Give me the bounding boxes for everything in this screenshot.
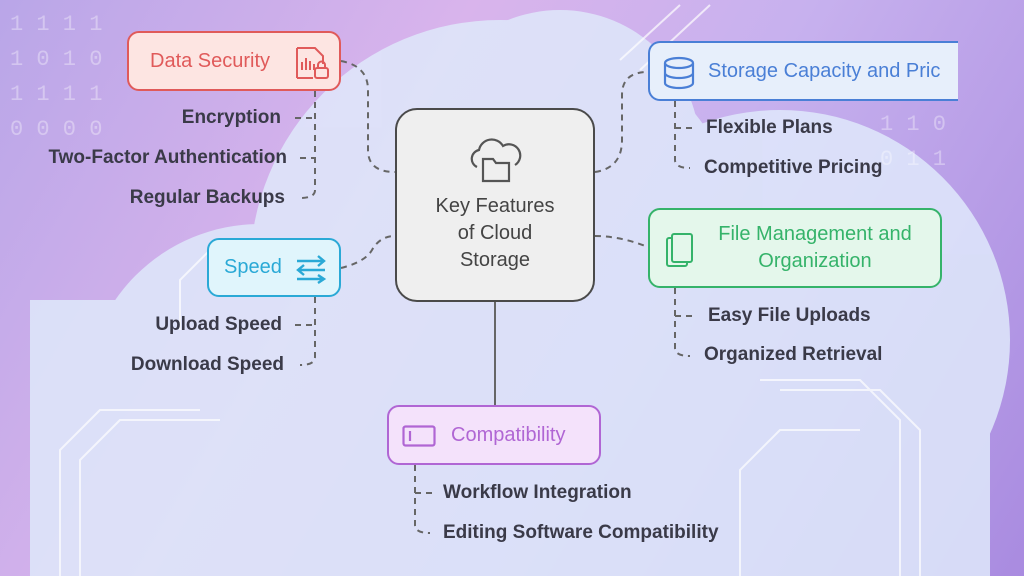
file-management-card: File Management and Organization [648, 208, 942, 288]
storage-capacity-card: Storage Capacity and Pric [648, 41, 958, 101]
central-topic-card: Key Features of Cloud Storage [395, 108, 595, 302]
database-icon [663, 56, 695, 90]
subitem-competitive-pricing: Competitive Pricing [704, 157, 883, 178]
svg-text:1 1 1 1: 1 1 1 1 [10, 82, 102, 107]
subitem-download-speed: Download Speed [130, 354, 284, 375]
svg-text:1 0 1 0: 1 0 1 0 [10, 47, 102, 72]
subitem-two-factor-authentication: Two-Factor Authentication [48, 147, 287, 168]
central-title-line: Storage [459, 248, 531, 271]
subitem-upload-speed: Upload Speed [155, 314, 282, 335]
svg-text:0 1 1: 0 1 1 [880, 147, 946, 172]
cloud-folder-icon [470, 137, 522, 182]
svg-text:1 1 0: 1 1 0 [880, 112, 946, 137]
window-icon [402, 425, 436, 447]
compatibility-card: Compatibility [387, 405, 601, 465]
subitem-workflow-integration: Workflow Integration [443, 482, 632, 503]
subitem-flexible-plans: Flexible Plans [706, 117, 833, 138]
file-management-label-line: Organization [758, 250, 872, 272]
storage-capacity-label: Storage Capacity and Pric [708, 59, 941, 82]
secure-file-lock-icon [296, 47, 329, 79]
subitem-editing-software-compatibility: Editing Software Compatibility [443, 522, 719, 543]
subitem-regular-backups: Regular Backups [129, 187, 285, 208]
subitem-encryption: Encryption [181, 107, 281, 128]
central-title-line: Key Features [435, 194, 555, 217]
svg-text:1 1 1 1: 1 1 1 1 [10, 12, 102, 37]
speed-label: Speed [224, 256, 282, 278]
svg-text:0 0 0 0: 0 0 0 0 [10, 117, 102, 142]
central-title-line: of Cloud [457, 221, 533, 244]
compatibility-label: Compatibility [451, 423, 566, 446]
data-security-card: Data Security [127, 31, 341, 91]
data-security-label: Data Security [150, 49, 271, 72]
transfer-arrows-icon [296, 255, 327, 284]
subitem-organized-retrieval: Organized Retrieval [704, 344, 883, 365]
file-management-label-line: File Management and [718, 223, 912, 245]
speed-card: Speed [207, 238, 341, 297]
documents-icon [666, 233, 693, 267]
subitem-easy-file-uploads: Easy File Uploads [708, 305, 871, 326]
